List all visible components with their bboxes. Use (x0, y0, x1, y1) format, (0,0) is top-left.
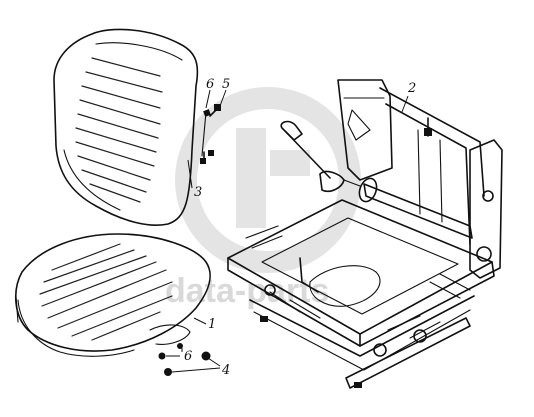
callout-5: 5 (222, 77, 230, 92)
frame-bracket-1 (260, 316, 268, 322)
backrest-ribs (75, 57, 163, 203)
frame-bolt (424, 128, 432, 136)
lower-nut-right (208, 150, 214, 156)
washer-1 (158, 352, 166, 360)
frame-bracket-2 (354, 382, 362, 388)
leader-2 (401, 95, 409, 113)
leader-4a (207, 357, 221, 367)
upper-bolt-head (214, 104, 221, 111)
callout-3: 3 (194, 185, 202, 200)
callout-6-top: 6 (206, 77, 214, 92)
upper-nut (203, 109, 211, 117)
leader-4b (171, 367, 221, 373)
lower-nut-left (200, 158, 206, 164)
backrest-cushion (53, 28, 199, 226)
leader-6-top (205, 89, 211, 109)
seat-frame-assembly (227, 79, 503, 389)
leader-5 (219, 89, 227, 107)
callout-6-bottom: 6 (184, 349, 192, 364)
upper-fasteners (200, 104, 221, 164)
callout-4: 4 (221, 363, 230, 378)
watermark: data-parts (165, 87, 361, 310)
callout-2: 2 (407, 81, 416, 96)
watermark-letter-stem (236, 128, 266, 228)
leader-1 (193, 317, 207, 325)
callouts: 1 2 3 4 5 6 6 (184, 77, 416, 378)
seat-ribs (39, 243, 173, 341)
leader-lines (166, 89, 409, 373)
watermark-ring (175, 87, 361, 273)
watermark-text: data-parts (165, 272, 329, 310)
seat-cushion (14, 233, 211, 357)
nut-2 (164, 368, 172, 376)
callout-1: 1 (208, 317, 216, 332)
watermark-letter-bar (270, 150, 310, 176)
leader-3 (187, 159, 193, 189)
washer-2 (177, 343, 183, 349)
